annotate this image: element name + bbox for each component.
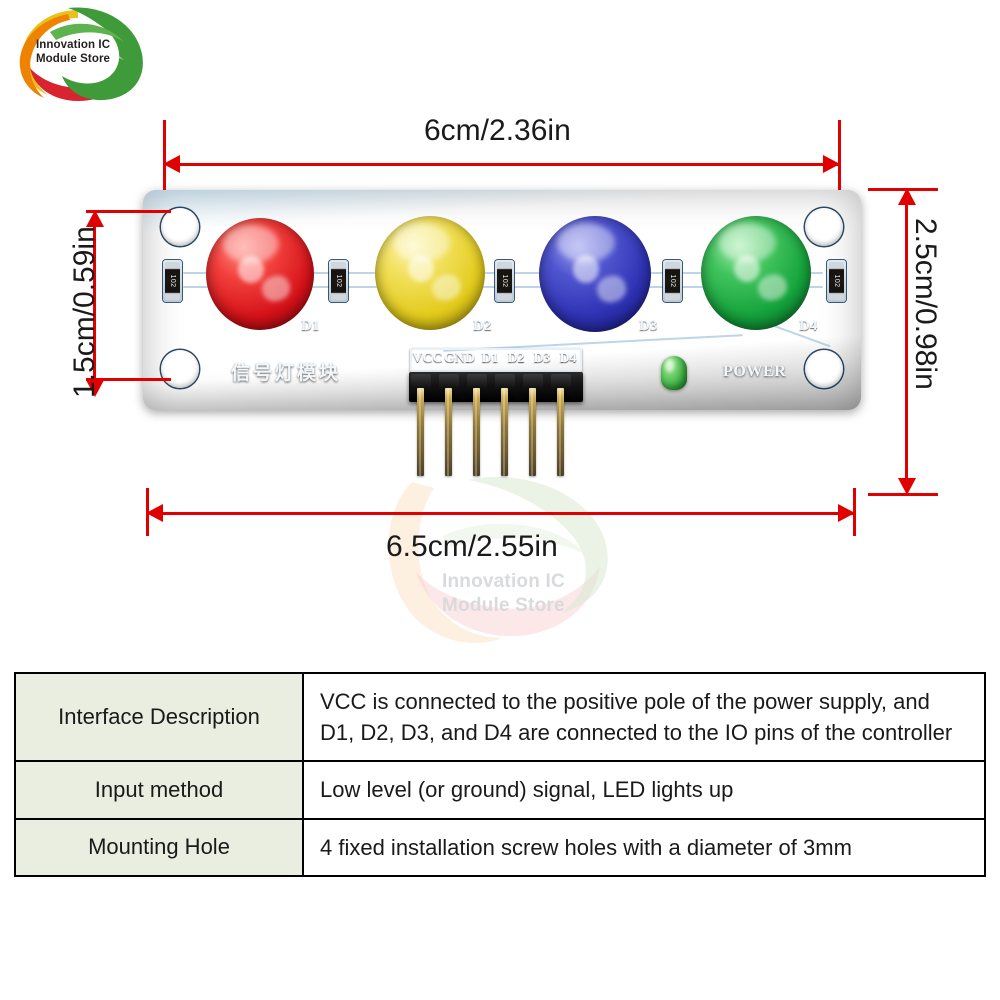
resistor-code: 102 <box>335 274 342 288</box>
dim-bottom-arrow-right <box>838 504 855 522</box>
brand-logo: Innovation IC Module Store <box>8 2 158 104</box>
table-row: Mounting Hole 4 fixed installation screw… <box>14 817 986 877</box>
dim-bottom-label: 6.5cm/2.55in <box>386 530 558 563</box>
dim-left-arrow-up <box>86 210 104 227</box>
led-d4-green <box>701 216 811 330</box>
pin-label-d1: D1 <box>481 351 499 366</box>
pin-label-gnd: GND <box>443 351 476 366</box>
watermark-text: Innovation IC Module Store <box>442 571 565 616</box>
dim-top-tick-right <box>838 120 841 190</box>
logo-brand-name: Innovation IC Module Store <box>36 39 111 66</box>
pcb-board: D1 D2 D3 <box>143 190 861 476</box>
header-pin-vcc <box>417 388 424 476</box>
pin-header-shell <box>411 374 431 400</box>
pin-header-shell <box>551 374 571 400</box>
dim-right-tick-bottom <box>868 493 938 496</box>
spec-label-mounting-hole: Mounting Hole <box>14 817 304 877</box>
spec-label-interface: Interface Description <box>14 671 304 763</box>
led-label-d2: D2 <box>473 318 492 334</box>
pin-label-d2: D2 <box>507 351 525 366</box>
header-pin-d3 <box>529 388 536 476</box>
dim-right-arrow-down <box>898 478 916 495</box>
spec-value-interface: VCC is connected to the positive pole of… <box>302 671 986 763</box>
table-row: Input method Low level (or ground) signa… <box>14 760 986 820</box>
dim-left-label: 1.5cm/0.59in <box>68 226 101 398</box>
specification-table: Interface Description VCC is connected t… <box>14 671 986 877</box>
header-pin-gnd <box>445 388 452 476</box>
pin-label-d4: D4 <box>559 351 577 366</box>
dim-right-arrow-up <box>898 188 916 205</box>
resistor-body: 102 <box>497 262 512 300</box>
resistor-code: 102 <box>501 274 508 288</box>
led-d3-blue <box>539 216 651 332</box>
power-indicator-led <box>661 356 687 390</box>
led-d2-yellow <box>375 216 485 330</box>
pin-header-shell <box>523 374 543 400</box>
header-pin-d4 <box>557 388 564 476</box>
dim-bottom-tick-left <box>146 488 149 536</box>
dim-right-label: 2.5cm/0.98in <box>909 218 942 390</box>
resistor-r3: 102 <box>495 260 514 302</box>
led-rim <box>539 216 651 332</box>
resistor-body: 102 <box>165 262 180 300</box>
logo-leaf-graphic <box>8 2 158 104</box>
pin-label-d3: D3 <box>533 351 551 366</box>
dim-top-arrow-right <box>823 155 840 173</box>
silkscreen-module-name: 信号灯模块 <box>231 363 342 384</box>
dim-bottom-tick-right <box>853 488 856 536</box>
led-rim <box>375 216 485 330</box>
mounting-hole-top-right <box>805 208 843 246</box>
dim-left-tick-bottom <box>86 378 171 381</box>
table-row: Interface Description VCC is connected t… <box>14 671 986 763</box>
resistor-code: 102 <box>669 274 676 288</box>
led-rim <box>206 218 314 330</box>
resistor-body: 102 <box>331 262 346 300</box>
led-label-d4: D4 <box>799 318 818 334</box>
resistor-r2: 102 <box>329 260 348 302</box>
resistor-code: 102 <box>169 274 176 288</box>
header-pin-d2 <box>501 388 508 476</box>
spec-value-mounting-hole: 4 fixed installation screw holes with a … <box>302 817 986 877</box>
dim-left-line <box>93 226 96 380</box>
resistor-code: 102 <box>833 274 840 288</box>
led-highlight <box>734 254 761 283</box>
led-highlight <box>238 256 265 283</box>
dim-left-tick-top <box>86 210 171 213</box>
header-silkscreen-box <box>410 348 582 372</box>
led-highlight <box>408 254 435 283</box>
silkscreen-power-label: POWER <box>723 363 787 380</box>
mounting-hole-bottom-left <box>161 350 199 388</box>
mounting-hole-bottom-right <box>805 350 843 388</box>
led-rim <box>701 216 811 330</box>
dim-right-tick-top <box>868 188 938 191</box>
pin-header-shell <box>467 374 487 400</box>
spec-value-input-method: Low level (or ground) signal, LED lights… <box>302 760 986 820</box>
resistor-body: 102 <box>665 262 680 300</box>
dim-top-label: 6cm/2.36in <box>424 114 571 147</box>
dim-top-tick-left <box>163 120 166 190</box>
pin-label-vcc: VCC <box>412 351 443 366</box>
resistor-body: 102 <box>829 262 844 300</box>
led-label-d1: D1 <box>301 318 320 334</box>
dim-right-line <box>905 204 908 478</box>
led-highlight <box>572 255 600 284</box>
resistor-r1: 102 <box>163 260 182 302</box>
header-pin-d1 <box>473 388 480 476</box>
center-watermark: Innovation IC Module Store <box>372 452 632 662</box>
dim-top-line <box>180 163 840 166</box>
resistor-r4: 102 <box>663 260 682 302</box>
pin-header-shell <box>439 374 459 400</box>
dim-bottom-arrow-left <box>146 504 163 522</box>
dim-left-arrow-down <box>86 380 104 397</box>
spec-label-input-method: Input method <box>14 760 304 820</box>
led-d1-red <box>206 218 314 330</box>
product-photo: Innovation IC Module Store D1 <box>0 100 1000 643</box>
dim-top-arrow-left <box>163 155 180 173</box>
mounting-hole-top-left <box>161 208 199 246</box>
pin-header-shell <box>495 374 515 400</box>
resistor-r5: 102 <box>827 260 846 302</box>
led-label-d3: D3 <box>639 318 658 334</box>
dim-bottom-line <box>163 512 855 515</box>
